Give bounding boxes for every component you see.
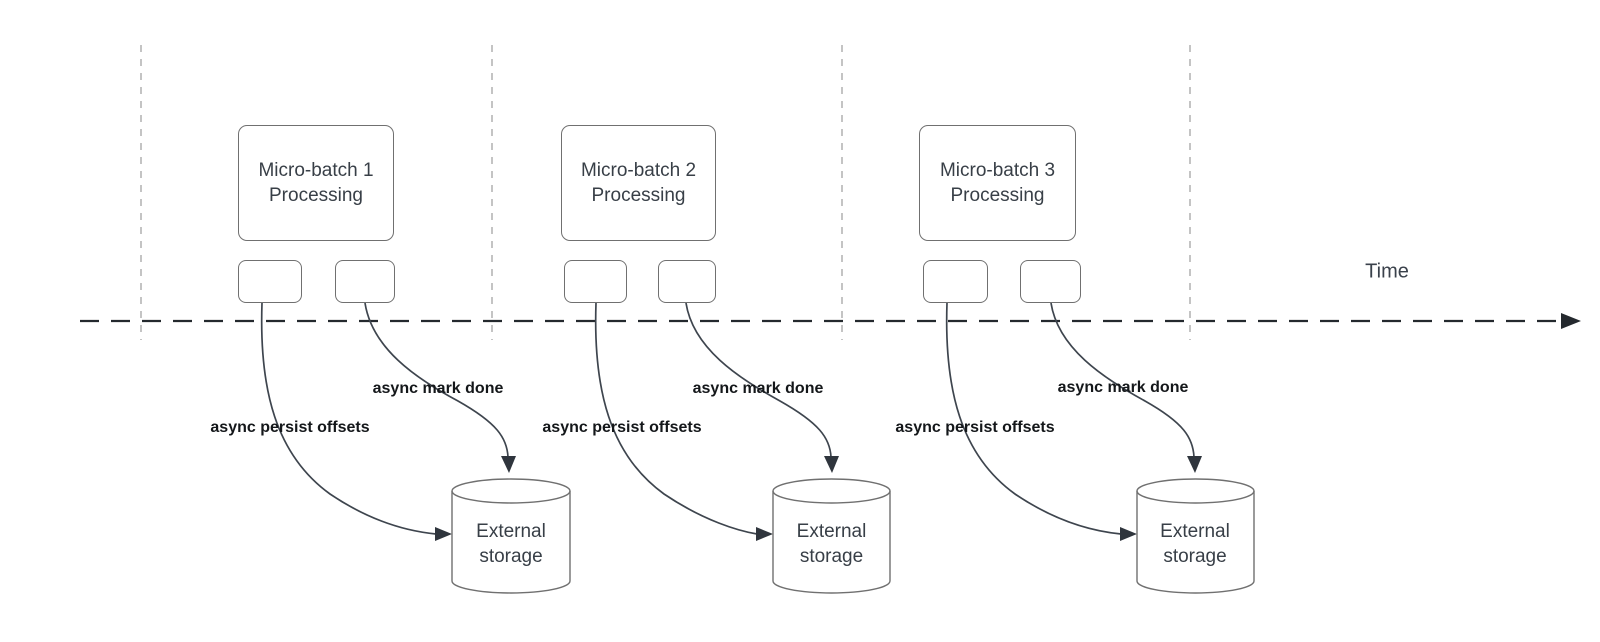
microbatch-3-persist-task-rect [923, 260, 988, 303]
mark-done-arrow-3 [1050, 302, 1195, 458]
microbatch-2-box-line1: Micro-batch 2 [580, 160, 697, 181]
time-axis-label: Time [1365, 260, 1409, 283]
microbatch-2-persist-task-rect [564, 260, 627, 303]
mark-done-arrowhead-3 [1187, 456, 1202, 473]
persist-offsets-label-1: async persist offsets [210, 419, 370, 436]
persist-offsets-arrowhead-2 [756, 527, 773, 541]
persist-offsets-label-3: async persist offsets [895, 419, 1055, 436]
microbatch-2-box-line2: Processing [591, 185, 686, 206]
microbatch-3-box: Micro-batch 3 Processing [919, 125, 1076, 241]
cylinder-lid-1 [451, 490, 571, 504]
cylinder-lid-2 [772, 490, 891, 504]
external-storage-label-1-line1: External [476, 521, 546, 542]
time-axis-arrowhead-icon [1561, 313, 1581, 329]
microbatch-1-mark-done-task-rect [335, 260, 395, 303]
persist-offsets-arrow-2 [594, 302, 758, 535]
external-storage-label-2-line1: External [796, 521, 867, 542]
external-storage-cylinder-1 [451, 478, 571, 594]
external-storage-label-3-line2: storage [1163, 546, 1227, 567]
persist-offsets-label-2: async persist offsets [542, 419, 702, 436]
external-storage-cylinder-3 [1136, 478, 1255, 594]
cylinder-body-3 [1136, 478, 1255, 594]
external-storage-label-3: External storage [1135, 519, 1255, 569]
microbatch-1-persist-task-rect [238, 260, 302, 303]
external-storage-label-1-line2: storage [479, 546, 543, 567]
mark-done-label-3: async mark done [1057, 379, 1189, 396]
persist-offsets-arrow-3 [945, 302, 1122, 535]
external-storage-cylinder-2 [772, 478, 891, 594]
microbatch-3-box-line1: Micro-batch 3 [939, 160, 1056, 181]
cylinder-lid-3 [1136, 490, 1255, 504]
mark-done-arrow-2 [685, 302, 832, 458]
microbatch-1-box-line1: Micro-batch 1 [258, 160, 374, 181]
external-storage-label-3-line1: External [1160, 521, 1230, 542]
persist-offsets-arrow-1 [260, 302, 437, 535]
microbatch-2-mark-done-task-rect [658, 260, 716, 303]
persist-offsets-arrowhead-1 [435, 527, 452, 541]
cylinder-body-2 [772, 478, 891, 594]
external-storage-label-2-line2: storage [799, 546, 864, 567]
mark-done-arrowhead-1 [501, 456, 516, 473]
cylinder-body-1 [451, 478, 571, 594]
microbatch-2-box: Micro-batch 2 Processing [561, 125, 716, 241]
mark-done-arrow-1 [364, 302, 509, 458]
external-storage-label-2: External storage [771, 519, 892, 569]
microbatch-1-box-line2: Processing [269, 185, 363, 206]
mark-done-label-1: async mark done [372, 380, 504, 397]
microbatch-3-box-line2: Processing [950, 185, 1045, 206]
microbatch-1-box: Micro-batch 1 Processing [238, 125, 394, 241]
mark-done-arrowhead-2 [824, 456, 839, 473]
persist-offsets-arrowhead-3 [1120, 527, 1137, 541]
microbatch-3-mark-done-task-rect [1020, 260, 1081, 303]
external-storage-label-1: External storage [451, 519, 571, 569]
mark-done-label-2: async mark done [692, 380, 824, 397]
